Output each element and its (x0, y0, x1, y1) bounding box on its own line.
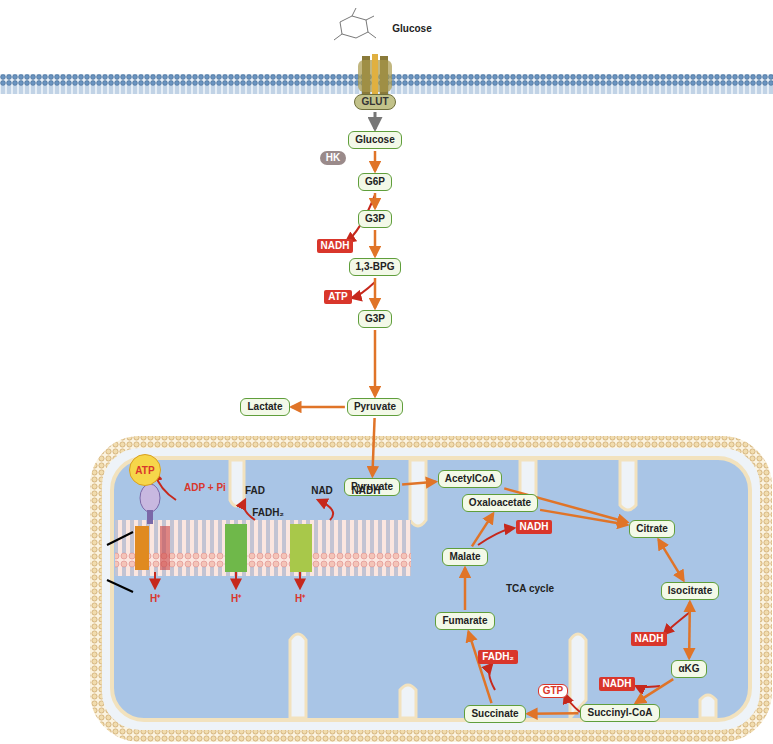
metabolite-box: AcetylCoA (438, 470, 503, 488)
pathway-arrow (292, 406, 345, 409)
node-text: NADH (603, 678, 632, 689)
pathway-arrow (372, 418, 374, 476)
text-label: NAD (311, 485, 333, 496)
metabolite-box: 1,3-BPG (349, 258, 402, 276)
metabolite-box: G3P (358, 310, 392, 328)
node-text: G3P (365, 213, 385, 224)
metabolite-box: Pyruvate (347, 398, 403, 416)
metabolite-box: Malate (442, 548, 487, 566)
pathway-arrow (374, 151, 377, 171)
cofactor-box: NADH (599, 677, 636, 691)
node-text: Lactate (247, 401, 282, 412)
pathway-arrow (374, 112, 377, 129)
cofactor-box: GTP (538, 684, 569, 698)
node-text: Malate (449, 551, 480, 562)
node-text: GTP (543, 685, 564, 696)
pathway-arrow (472, 514, 493, 547)
pathway-arrow (540, 510, 627, 525)
pathway-arrow (469, 632, 492, 703)
node-text: Oxaloacetate (469, 497, 531, 508)
node-text: FADH₂ (482, 651, 514, 662)
text-label: Glucose (392, 23, 431, 34)
text-label: FADH₂ (252, 507, 284, 518)
text-label: H⁺ (231, 591, 241, 605)
text-label: ADP + Pi (184, 482, 226, 493)
pathway-arrow (659, 540, 684, 581)
node-text: NADH (635, 633, 664, 644)
node-text: NADH (520, 521, 549, 532)
text-label: TCA cycle (506, 583, 554, 594)
metabolite-box: Glucose (348, 131, 401, 149)
pathway-arrow (464, 568, 467, 610)
cofactor-box: ATP (324, 290, 351, 304)
cofactor-box: ATP (129, 454, 161, 486)
metabolite-box: Isocitrate (661, 582, 719, 600)
node-text: Pyruvate (354, 401, 396, 412)
metabolite-box: Lactate (240, 398, 289, 416)
text-label: FAD (245, 485, 265, 496)
node-text: ATP (135, 465, 154, 476)
node-text: Fumarate (442, 615, 487, 626)
pathway-arrow (374, 330, 377, 396)
node-text: Succinyl-CoA (587, 707, 652, 718)
node-text: Succinate (471, 708, 518, 719)
cofactor-box: GLUT (354, 94, 395, 110)
node-text: Isocitrate (668, 585, 712, 596)
node-text: 1,3-BPG (356, 261, 395, 272)
cofactor-box: NADH (516, 520, 553, 534)
pathway-arrow (374, 278, 377, 308)
pathway-arrow (402, 482, 436, 485)
text-label: NADH (352, 485, 381, 496)
cofactor-box: NADH (317, 239, 354, 253)
pathway-arrow (688, 602, 691, 658)
node-text: GLUT (361, 96, 388, 107)
node-text: AcetylCoA (445, 473, 496, 484)
metabolite-box: Oxaloacetate (462, 494, 538, 512)
node-text: NADH (321, 240, 350, 251)
metabolite-box: Citrate (629, 520, 675, 538)
metabolite-box: Succinate (464, 705, 525, 723)
text-label: H⁺ (150, 591, 160, 605)
pathway-arrow (636, 679, 673, 703)
node-text: G3P (365, 313, 385, 324)
node-text: Citrate (636, 523, 668, 534)
metabolite-box: αKG (671, 660, 706, 678)
pathway-arrow (528, 712, 579, 715)
text-label: H⁺ (295, 591, 305, 605)
metabolite-box: Fumarate (435, 612, 494, 630)
node-text: ATP (328, 291, 347, 302)
metabolite-box: G6P (358, 173, 392, 191)
cofactor-box: HK (320, 151, 346, 165)
metabolite-box: G3P (358, 210, 392, 228)
metabolite-box: Succinyl-CoA (580, 704, 659, 722)
node-text: HK (326, 152, 340, 163)
pathway-arrow (374, 230, 377, 256)
pathway-arrow (374, 193, 377, 208)
cofactor-box: NADH (631, 632, 668, 646)
node-text: αKG (678, 663, 699, 674)
cofactor-box: FADH₂ (478, 650, 518, 664)
node-text: Glucose (355, 134, 394, 145)
node-text: G6P (365, 176, 385, 187)
